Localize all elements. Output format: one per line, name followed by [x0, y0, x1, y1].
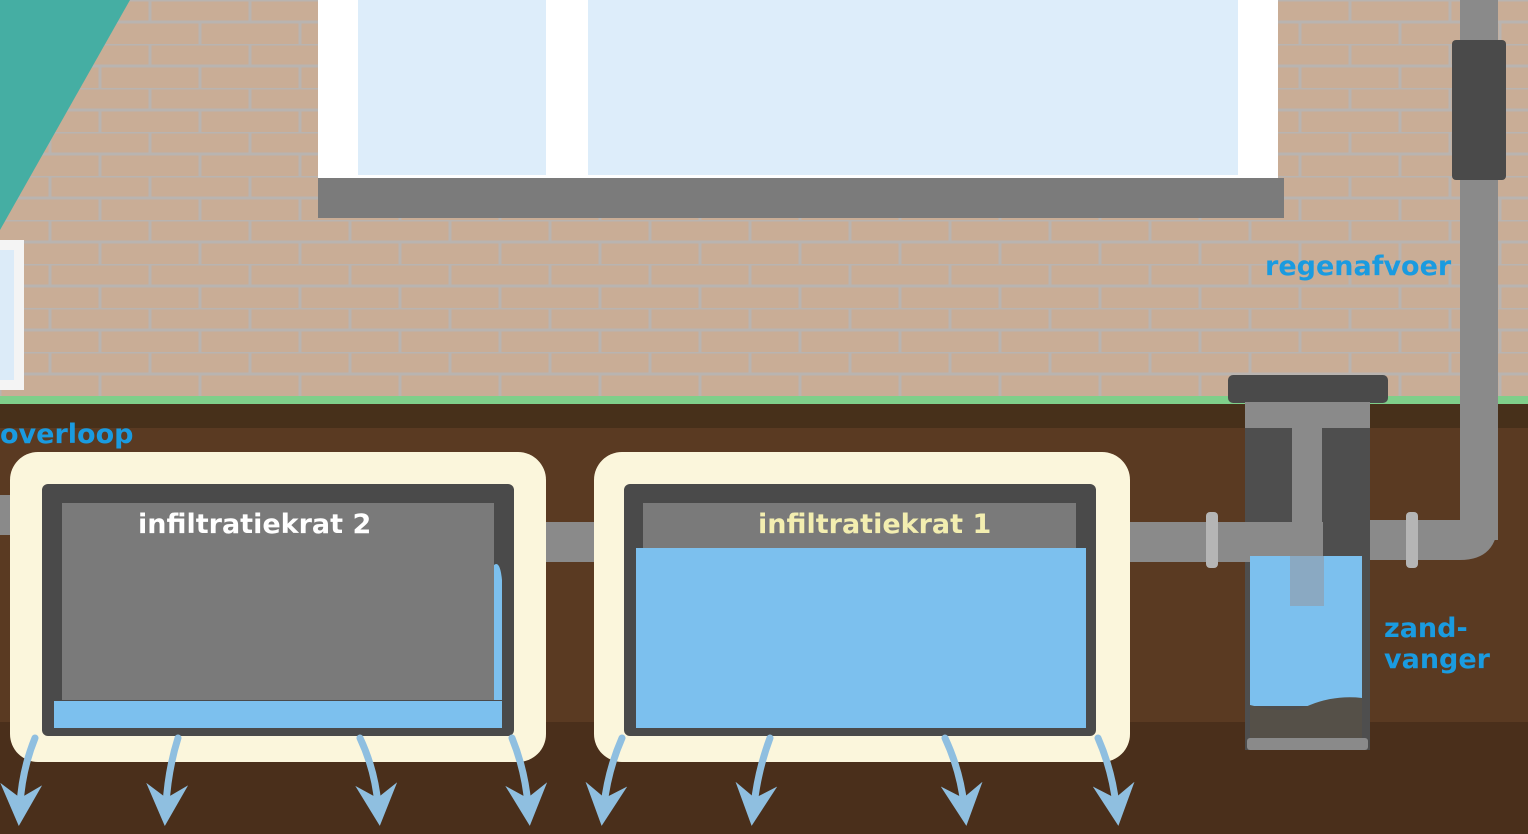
arrow-down-icon	[146, 734, 189, 826]
label-zandvanger-line1: zand-	[1384, 613, 1468, 644]
crate-2-water	[54, 701, 502, 728]
window	[318, 0, 1284, 218]
arrow-down-icon	[1092, 734, 1135, 826]
infiltration-arrows	[0, 734, 1135, 826]
label-overloop: overloop	[0, 419, 133, 450]
infiltration-crate-2	[10, 452, 546, 762]
arrow-down-icon	[0, 734, 43, 826]
left-window-glass	[0, 250, 14, 380]
arrow-down-icon	[355, 734, 398, 826]
sediment	[1250, 697, 1362, 740]
arrow-down-icon	[940, 734, 983, 826]
roof-corner	[0, 0, 130, 230]
label-infiltratiekrat-2: infiltratiekrat 2	[138, 509, 371, 540]
window-sill	[318, 178, 1284, 218]
downspout-pipe	[1360, 0, 1506, 568]
grass-line	[0, 396, 1528, 404]
label-regenafvoer: regenafvoer	[1265, 251, 1452, 282]
infiltration-crate-1	[594, 452, 1130, 762]
arrow-down-icon	[585, 734, 628, 826]
label-infiltratiekrat-1: infiltratiekrat 1	[758, 509, 991, 540]
sand-trap	[1218, 375, 1388, 750]
arrow-down-icon	[505, 734, 548, 826]
crate-1-water	[636, 548, 1086, 728]
label-zandvanger-line2: vanger	[1384, 644, 1491, 675]
arrow-down-icon	[735, 734, 778, 826]
